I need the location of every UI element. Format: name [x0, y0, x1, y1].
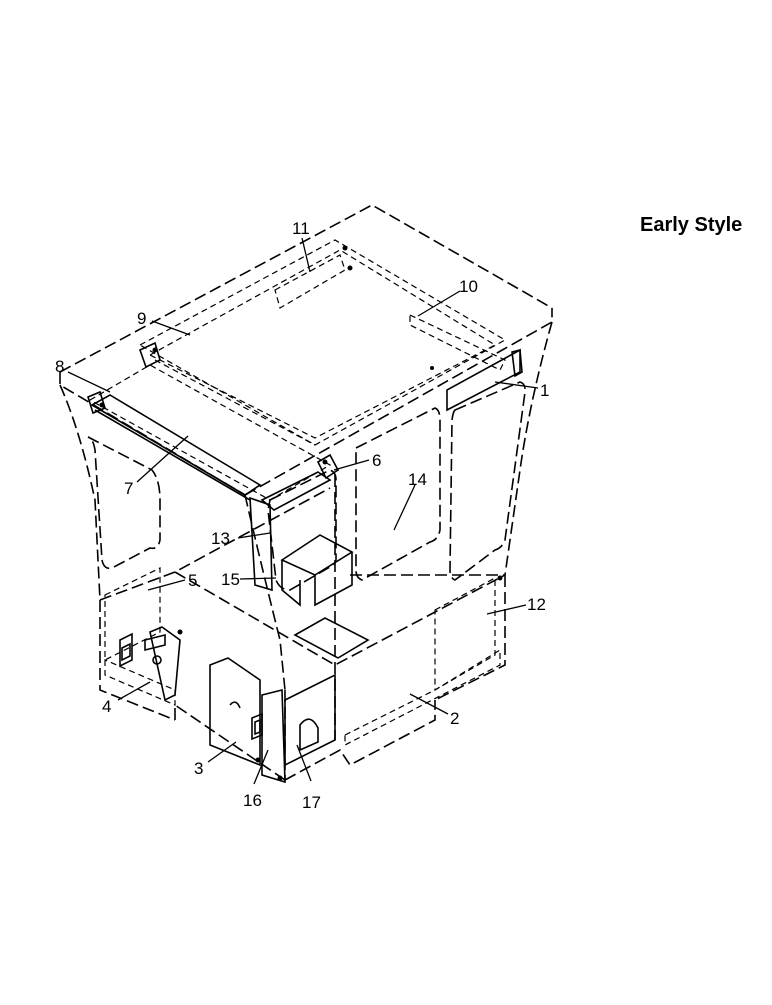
right-lower-panel [344, 577, 501, 746]
callout-16: 16 [243, 791, 262, 810]
console-box [280, 534, 370, 659]
callout-2: 2 [450, 709, 459, 728]
cab-shell-outline [59, 204, 553, 781]
leader-lines [67, 237, 539, 785]
callout-9: 9 [137, 309, 146, 328]
callout-14: 14 [408, 470, 427, 489]
fastener-dots [99, 245, 503, 781]
callout-12: 12 [527, 595, 546, 614]
roof-panel-front [88, 364, 332, 501]
callout-5: 5 [188, 571, 197, 590]
callout-labels: 1 2 3 4 5 6 7 8 9 10 11 12 13 14 15 16 1… [55, 219, 549, 812]
callout-10: 10 [459, 277, 478, 296]
callout-4: 4 [102, 697, 111, 716]
side-windows [87, 381, 526, 591]
callout-17: 17 [302, 793, 321, 812]
callout-15: 15 [221, 570, 240, 589]
roof-panel-rear [138, 239, 507, 446]
callout-6: 6 [372, 451, 381, 470]
page-title: Early Style [640, 214, 743, 236]
callout-11: 11 [292, 219, 310, 238]
callout-13: 13 [211, 529, 230, 548]
corner-bracket [249, 453, 340, 592]
lower-center-panel [209, 657, 336, 784]
callout-8: 8 [55, 357, 64, 376]
lower-left-panel [104, 567, 181, 706]
callout-7: 7 [124, 479, 133, 498]
callout-3: 3 [194, 759, 203, 778]
roof-brackets [87, 254, 523, 415]
callout-1: 1 [540, 381, 549, 400]
